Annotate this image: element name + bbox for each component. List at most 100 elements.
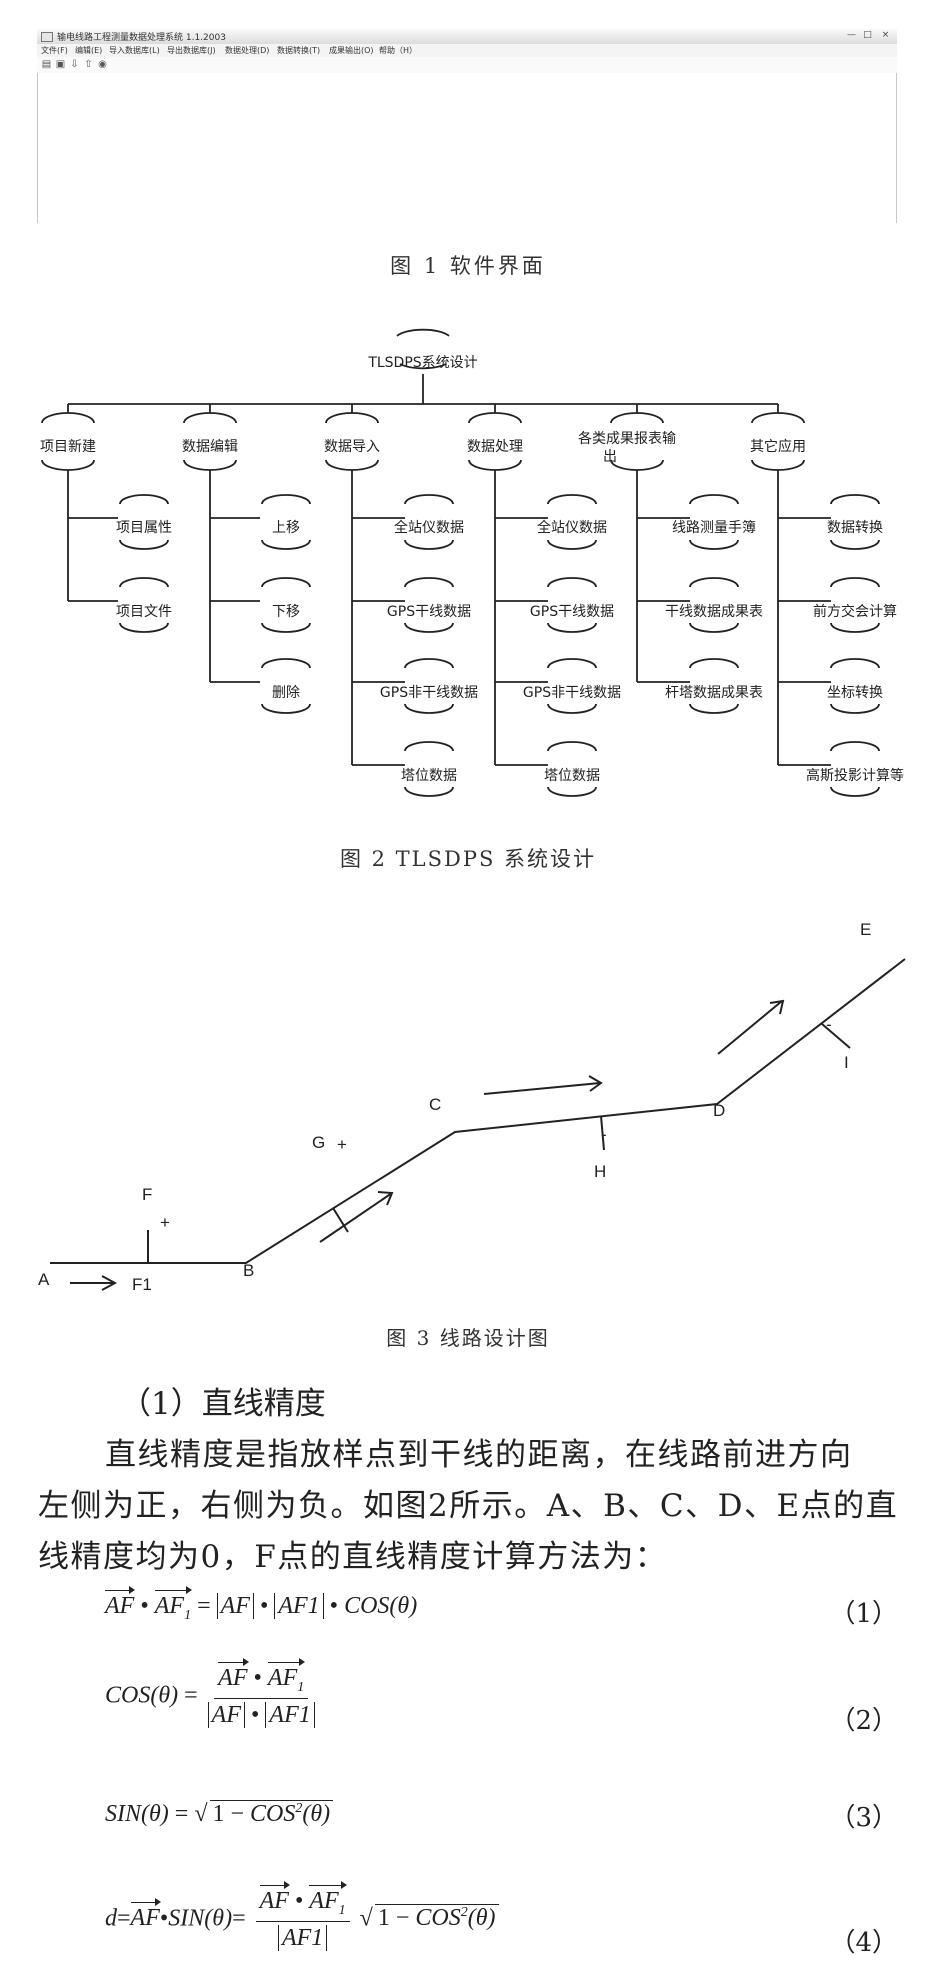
child-arc-bottom bbox=[830, 703, 880, 714]
child-arc-bottom bbox=[261, 622, 311, 633]
child-label: 项目属性 bbox=[116, 520, 172, 536]
child-arc-top bbox=[404, 658, 454, 669]
child-label: 线路测量手簿 bbox=[672, 520, 756, 536]
menu-edit[interactable]: 编辑(E) bbox=[75, 46, 103, 55]
sign-h: - bbox=[601, 1125, 607, 1144]
root-label: TLSDPS系统设计 bbox=[368, 355, 478, 371]
equation-2-number: （2） bbox=[829, 1706, 898, 1736]
child-arc-top bbox=[547, 494, 597, 505]
offset-g bbox=[332, 1207, 349, 1233]
child-arc-top bbox=[547, 658, 597, 669]
figure3-caption: 图 3 线路设计图 bbox=[386, 1326, 550, 1350]
menu-file[interactable]: 文件(F) bbox=[41, 46, 68, 55]
child-arc-top bbox=[689, 658, 739, 669]
open-icon[interactable]: ▤ bbox=[41, 59, 52, 70]
equation-4: d=AF•SIN(θ)= AF • AF1 AF1 √1 − COS2(θ) bbox=[105, 1881, 499, 1952]
menu-import-db[interactable]: 导入数据库(L) bbox=[109, 46, 160, 55]
child-label: 删除 bbox=[272, 685, 300, 701]
child-label: 干线数据成果表 bbox=[665, 604, 763, 620]
child-arc-bottom bbox=[689, 622, 739, 633]
child-label: GPS非干线数据 bbox=[522, 685, 622, 701]
point-g-label: G bbox=[312, 1133, 326, 1152]
child-arc-bottom bbox=[404, 786, 454, 797]
child-label: 数据转换 bbox=[827, 520, 883, 536]
tree-lines bbox=[41, 328, 880, 797]
child-arc-top bbox=[689, 577, 739, 588]
child-label: GPS非干线数据 bbox=[379, 685, 479, 701]
child-label: 坐标转换 bbox=[827, 685, 883, 701]
dir-arrow-cd bbox=[483, 1082, 601, 1095]
child-arc-bottom bbox=[261, 703, 311, 714]
child-arc-top bbox=[119, 494, 169, 505]
save-icon[interactable]: ▣ bbox=[55, 59, 66, 70]
up-icon[interactable]: ⇧ bbox=[84, 59, 93, 70]
point-a-label: A bbox=[38, 1270, 50, 1289]
child-arc-bottom bbox=[689, 703, 739, 714]
child-arc-bottom bbox=[830, 622, 880, 633]
dir-arrow-de bbox=[717, 1000, 783, 1055]
point-i-label: I bbox=[844, 1053, 849, 1072]
system-design-tree: TLSDPS系统设计 项目新建 数据编辑 数据导入 数据处理 各类成果报表输 出… bbox=[0, 320, 936, 820]
child-arc-top bbox=[547, 741, 597, 752]
root-arc-bottom bbox=[399, 363, 447, 370]
child-label: 前方交会计算 bbox=[813, 604, 897, 620]
equation-1: AF • AF1 = AF • AF1 • COS(θ) bbox=[105, 1586, 418, 1623]
child-arc-bottom bbox=[689, 539, 739, 550]
point-c-label: C bbox=[429, 1095, 442, 1114]
section-heading: （1）直线精度 bbox=[120, 1386, 326, 1422]
child-label: 塔位数据 bbox=[544, 768, 600, 784]
child-arc-top bbox=[830, 577, 880, 588]
paragraph-line: 左侧为正，右侧为负。如图2所示。A、B、C、D、E点的直 bbox=[38, 1488, 899, 1524]
figure2-caption: 图 2 TLSDPS 系统设计 bbox=[339, 847, 597, 871]
sign-f: + bbox=[160, 1213, 170, 1232]
menu-export-db[interactable]: 导出数据库(J) bbox=[167, 46, 216, 55]
route-line bbox=[50, 958, 906, 1264]
point-e-label: E bbox=[860, 920, 872, 939]
line-design-diagram: A B C D E F F1 G H I + + - - bbox=[0, 905, 936, 1305]
point-h-label: H bbox=[594, 1162, 607, 1181]
child-label: 全站仪数据 bbox=[394, 520, 464, 536]
branch-data-edit: 数据编辑 bbox=[182, 439, 238, 455]
branch-data-import: 数据导入 bbox=[324, 439, 380, 455]
figure1-caption: 图 1 软件界面 bbox=[390, 254, 546, 278]
child-arc-top bbox=[547, 577, 597, 588]
equation-3: SIN(θ) = √1 − COS2(θ) bbox=[105, 1800, 334, 1828]
child-arc-bottom bbox=[404, 622, 454, 633]
minimize-button[interactable]: — bbox=[847, 30, 856, 40]
menu-output[interactable]: 成果输出(O) bbox=[329, 46, 374, 55]
child-arc-top bbox=[830, 741, 880, 752]
child-arc-bottom bbox=[547, 786, 597, 797]
root-arc-top bbox=[396, 328, 450, 337]
paragraph-line: 直线精度是指放样点到干线的距离，在线路前进方向 bbox=[105, 1437, 853, 1473]
child-label: 项目文件 bbox=[116, 604, 172, 620]
child-arc-top bbox=[830, 658, 880, 669]
branch-project-new: 项目新建 bbox=[40, 439, 96, 455]
down-icon[interactable]: ⇩ bbox=[70, 59, 79, 70]
menu-data-process[interactable]: 数据处理(D) bbox=[225, 46, 270, 55]
maximize-button[interactable]: □ bbox=[863, 30, 872, 40]
software-window-screenshot: 输电线路工程测量数据处理系统 1.1.2003 — □ × 文件(F) 编辑(E… bbox=[37, 29, 897, 225]
offset-h bbox=[600, 1115, 605, 1151]
sign-g: + bbox=[337, 1135, 347, 1154]
child-arc-top bbox=[404, 494, 454, 505]
menu-data-convert[interactable]: 数据转换(T) bbox=[277, 46, 321, 55]
child-arc-bottom bbox=[261, 539, 311, 550]
point-b-label: B bbox=[243, 1261, 255, 1280]
help-icon[interactable]: ◉ bbox=[98, 59, 107, 70]
child-label: 高斯投影计算等 bbox=[806, 768, 904, 784]
child-arc-top bbox=[830, 494, 880, 505]
point-f-label: F bbox=[142, 1185, 153, 1204]
branch-data-process: 数据处理 bbox=[467, 439, 523, 455]
child-label: GPS干线数据 bbox=[529, 604, 615, 620]
menu-help[interactable]: 帮助（H） bbox=[379, 46, 418, 55]
app-icon bbox=[41, 32, 53, 42]
child-label: GPS干线数据 bbox=[386, 604, 472, 620]
menu-bar: 文件(F) 编辑(E) 导入数据库(L) 导出数据库(J) 数据处理(D) 数据… bbox=[37, 44, 897, 57]
equation-4-number: （4） bbox=[829, 1928, 898, 1958]
toolbar: ▤ ▣ ⇩ ⇧ ◉ bbox=[37, 57, 897, 73]
offset-i bbox=[821, 1023, 851, 1049]
child-arc-bottom bbox=[119, 622, 169, 633]
child-arc-bottom bbox=[119, 539, 169, 550]
child-arc-bottom bbox=[547, 703, 597, 714]
close-button[interactable]: × bbox=[881, 30, 890, 40]
